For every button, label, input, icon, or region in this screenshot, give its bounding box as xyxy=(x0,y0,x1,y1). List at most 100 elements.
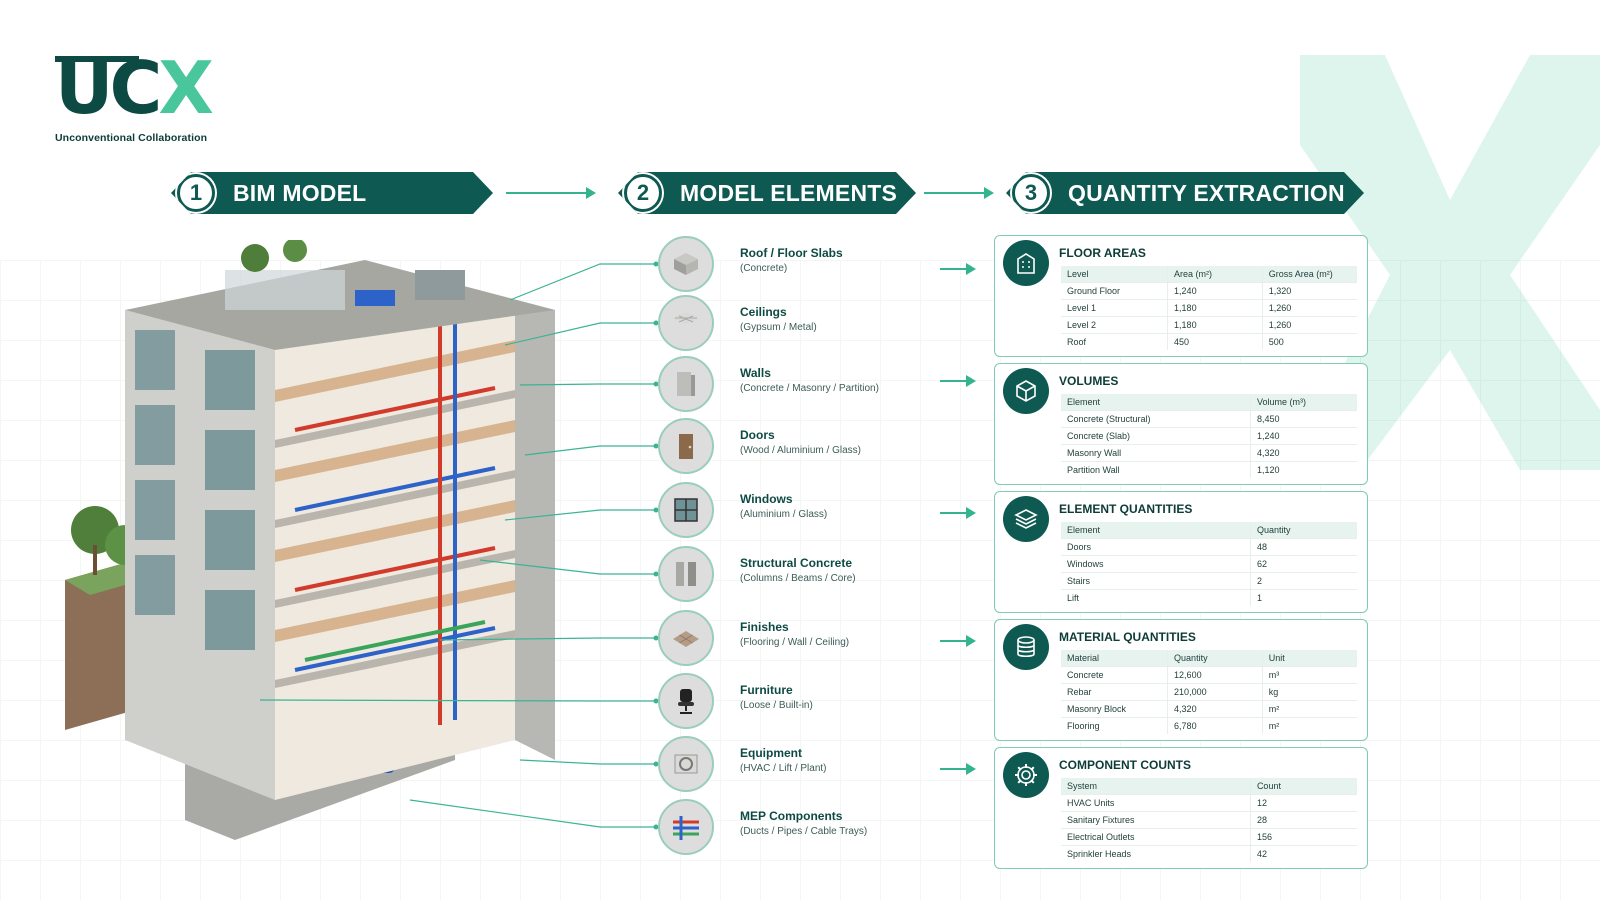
table-cell: 4,320 xyxy=(1249,444,1357,462)
column-header: Material xyxy=(1061,650,1168,667)
connector-line xyxy=(519,383,656,386)
element-name: Doors xyxy=(740,428,775,442)
panel-title: VOLUMES xyxy=(1059,374,1119,388)
connector-line xyxy=(524,445,656,456)
logo-tagline: Unconventional Collaboration xyxy=(55,132,208,144)
column-header: Quantity xyxy=(1167,650,1263,667)
table-cell: Partition Wall xyxy=(1061,461,1251,478)
logo-uc: UC xyxy=(55,46,162,130)
model-element-item: Windows(Aluminium / Glass) xyxy=(658,482,958,538)
element-name: Structural Concrete xyxy=(740,556,853,570)
panel-title: COMPONENT COUNTS xyxy=(1059,758,1191,772)
step-title: QUANTITY EXTRACTION xyxy=(1068,179,1345,206)
connector-line xyxy=(509,263,656,301)
step-banner-quantity-extraction: 3 QUANTITY EXTRACTION xyxy=(1006,172,1364,214)
element-materials: (Ducts / Pipes / Cable Trays) xyxy=(740,826,868,837)
column-header: Quantity xyxy=(1249,522,1357,539)
ceiling-icon xyxy=(658,295,714,351)
table-cell: 1,240 xyxy=(1167,282,1263,300)
connector-line xyxy=(409,799,656,828)
table-cell: Concrete (Slab) xyxy=(1061,427,1251,445)
connector-line xyxy=(504,509,656,521)
table-cell: 156 xyxy=(1249,828,1357,846)
element-name: Ceilings xyxy=(740,305,787,319)
table-cell: Ground Floor xyxy=(1061,282,1168,300)
table-cell: 1 xyxy=(1249,589,1357,606)
logo-x: X xyxy=(158,46,213,130)
table-cell: 42 xyxy=(1249,845,1357,862)
model-element-item: Structural Concrete(Columns / Beams / Co… xyxy=(658,546,958,602)
element-name: MEP Components xyxy=(740,809,843,823)
connector-line xyxy=(259,699,656,702)
connector-dot xyxy=(653,381,659,387)
watermark-x xyxy=(1300,55,1600,470)
cube-icon xyxy=(1003,368,1049,414)
table-cell: Stairs xyxy=(1061,572,1251,590)
table-cell: Lift xyxy=(1061,589,1251,606)
column-header: System xyxy=(1061,778,1251,795)
element-materials: (Aluminium / Glass) xyxy=(740,509,828,520)
step-banner-bim-model: 1 BIM MODEL xyxy=(171,172,493,214)
connector-dot xyxy=(653,571,659,577)
table-cell: Rebar xyxy=(1061,683,1168,701)
table-cell: Sprinkler Heads xyxy=(1061,845,1251,862)
pipes-icon xyxy=(658,799,714,855)
element-name: Equipment xyxy=(740,746,802,760)
column-header: Gross Area (m²) xyxy=(1261,266,1357,283)
connector-dot xyxy=(653,320,659,326)
table-cell: 28 xyxy=(1249,811,1357,829)
column-header: Count xyxy=(1249,778,1357,795)
gear-icon xyxy=(1003,752,1049,798)
window-icon xyxy=(658,482,714,538)
panel-title: MATERIAL QUANTITIES xyxy=(1059,630,1196,644)
table-cell: Masonry Wall xyxy=(1061,444,1251,462)
connector-dot xyxy=(653,635,659,641)
connector-dot xyxy=(653,261,659,267)
connector-line xyxy=(519,759,656,765)
table-cell: Doors xyxy=(1061,538,1251,556)
table-cell: 210,000 xyxy=(1167,683,1263,701)
element-materials: (Flooring / Wall / Ceiling) xyxy=(740,637,850,648)
table-cell: HVAC Units xyxy=(1061,794,1251,812)
table-cell: m² xyxy=(1261,717,1357,734)
table-cell: 2 xyxy=(1249,572,1357,590)
hvac-unit-icon xyxy=(658,736,714,792)
panel-title: FLOOR AREAS xyxy=(1059,246,1146,260)
table-cell: 6,780 xyxy=(1167,717,1263,734)
model-element-item: Roof / Floor Slabs(Concrete) xyxy=(658,236,958,292)
table-cell: 62 xyxy=(1249,555,1357,573)
table-row: Concrete (Structural)8,450 xyxy=(1061,410,1357,428)
model-element-item: Furniture(Loose / Built-in) xyxy=(658,673,958,729)
extraction-arrow xyxy=(940,763,976,775)
table-cell: Windows xyxy=(1061,555,1251,573)
step-banner-model-elements: 2 MODEL ELEMENTS xyxy=(618,172,916,214)
element-materials: (Wood / Aluminium / Glass) xyxy=(740,445,861,456)
table-cell: 1,320 xyxy=(1261,282,1357,300)
table-cell: m² xyxy=(1261,700,1357,718)
column-header: Unit xyxy=(1261,650,1357,667)
step-arrow xyxy=(924,187,994,199)
table-cell: Electrical Outlets xyxy=(1061,828,1251,846)
element-name: Walls xyxy=(740,366,771,380)
wall-icon xyxy=(658,356,714,412)
